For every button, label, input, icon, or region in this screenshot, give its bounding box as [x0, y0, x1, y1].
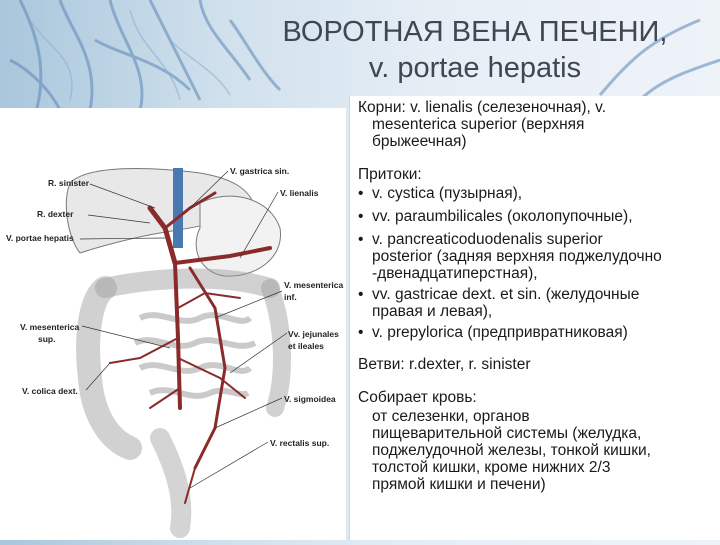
bullet-2: • — [358, 208, 364, 225]
slide-title: ВОРОТНАЯ ВЕНА ПЕЧЕНИ, v. portae hepatis — [240, 14, 710, 86]
portal-vein-drawing — [65, 168, 291, 538]
label-v-mesenterica-inf-2: inf. — [284, 292, 297, 302]
anatomical-illustration: R. sinister R. dexter V. portae hepatis … — [0, 108, 346, 540]
tributary-4-line-2: правая и левая), — [372, 303, 493, 320]
collects-line-4: толстой кишки, кроме нижних 2/3 — [372, 459, 611, 476]
title-line-1: ВОРОТНАЯ ВЕНА ПЕЧЕНИ, — [282, 16, 668, 48]
tributary-2-line-1: vv. paraumbilicales (околопупочные), — [372, 208, 633, 225]
tributary-5-line-1: v. prepylorica (предпривратниковая) — [372, 324, 628, 341]
label-v-mesenterica-sup-2: sup. — [38, 334, 56, 344]
label-v-sigmoidea: V. sigmoidea — [284, 394, 336, 404]
branches-text: Ветви: r.dexter, r. sinister — [358, 356, 531, 373]
tributary-3-line-1: v. pancreaticoduodenalis superior — [372, 231, 603, 248]
collects-line-1: от селезенки, органов — [372, 408, 530, 425]
label-v-colica-dext: V. colica dext. — [22, 386, 78, 396]
label-v-rectalis-sup: V. rectalis sup. — [270, 438, 330, 448]
roots-line-3: брыжеечная) — [372, 133, 467, 150]
collects-line-5: прямой кишки и печени) — [372, 476, 546, 493]
label-v-portae: V. portae hepatis — [6, 233, 74, 243]
collects-line-2: пищеварительной системы (желудка, — [372, 425, 642, 442]
tributary-4-line-1: vv. gastricae dext. et sin. (желудочные — [372, 286, 640, 303]
label-r-sinister: R. sinister — [48, 178, 90, 188]
label-v-lienalis: V. lienalis — [280, 188, 319, 198]
collects-heading: Собирает кровь: — [358, 389, 477, 406]
label-vv-jejunales-1: Vv. jejunales — [288, 329, 339, 339]
bullet-4: • — [358, 286, 364, 303]
label-v-gastrica-sin: V. gastrica sin. — [230, 166, 290, 176]
text-panel: Корни: v. lienalis (селезеночная), v. me… — [349, 96, 720, 540]
tributary-3-line-2: posterior (задняя верхняя поджелудочно — [372, 248, 662, 265]
roots-line-1: Корни: v. lienalis (селезеночная), v. — [358, 99, 607, 116]
bullet-5: • — [358, 324, 364, 341]
tributary-3-line-3: -двенадцатиперстная), — [372, 265, 538, 282]
roots-line-2: mesenterica superior (верхняя — [372, 116, 585, 133]
collects-line-3: поджелудочной железы, тонкой кишки, — [372, 442, 651, 459]
bullet-1: • — [358, 185, 364, 202]
label-v-mesenterica-inf-1: V. mesenterica — [284, 280, 344, 290]
bullet-3: • — [358, 231, 364, 248]
label-r-dexter: R. dexter — [37, 209, 74, 219]
label-vv-jejunales-2: et ileales — [288, 341, 324, 351]
tributaries-heading: Притоки: — [358, 166, 422, 183]
tributary-1-line-1: v. cystica (пузырная), — [372, 185, 523, 202]
title-line-2: v. portae hepatis — [368, 52, 582, 84]
label-v-mesenterica-sup-1: V. mesenterica — [20, 322, 80, 332]
